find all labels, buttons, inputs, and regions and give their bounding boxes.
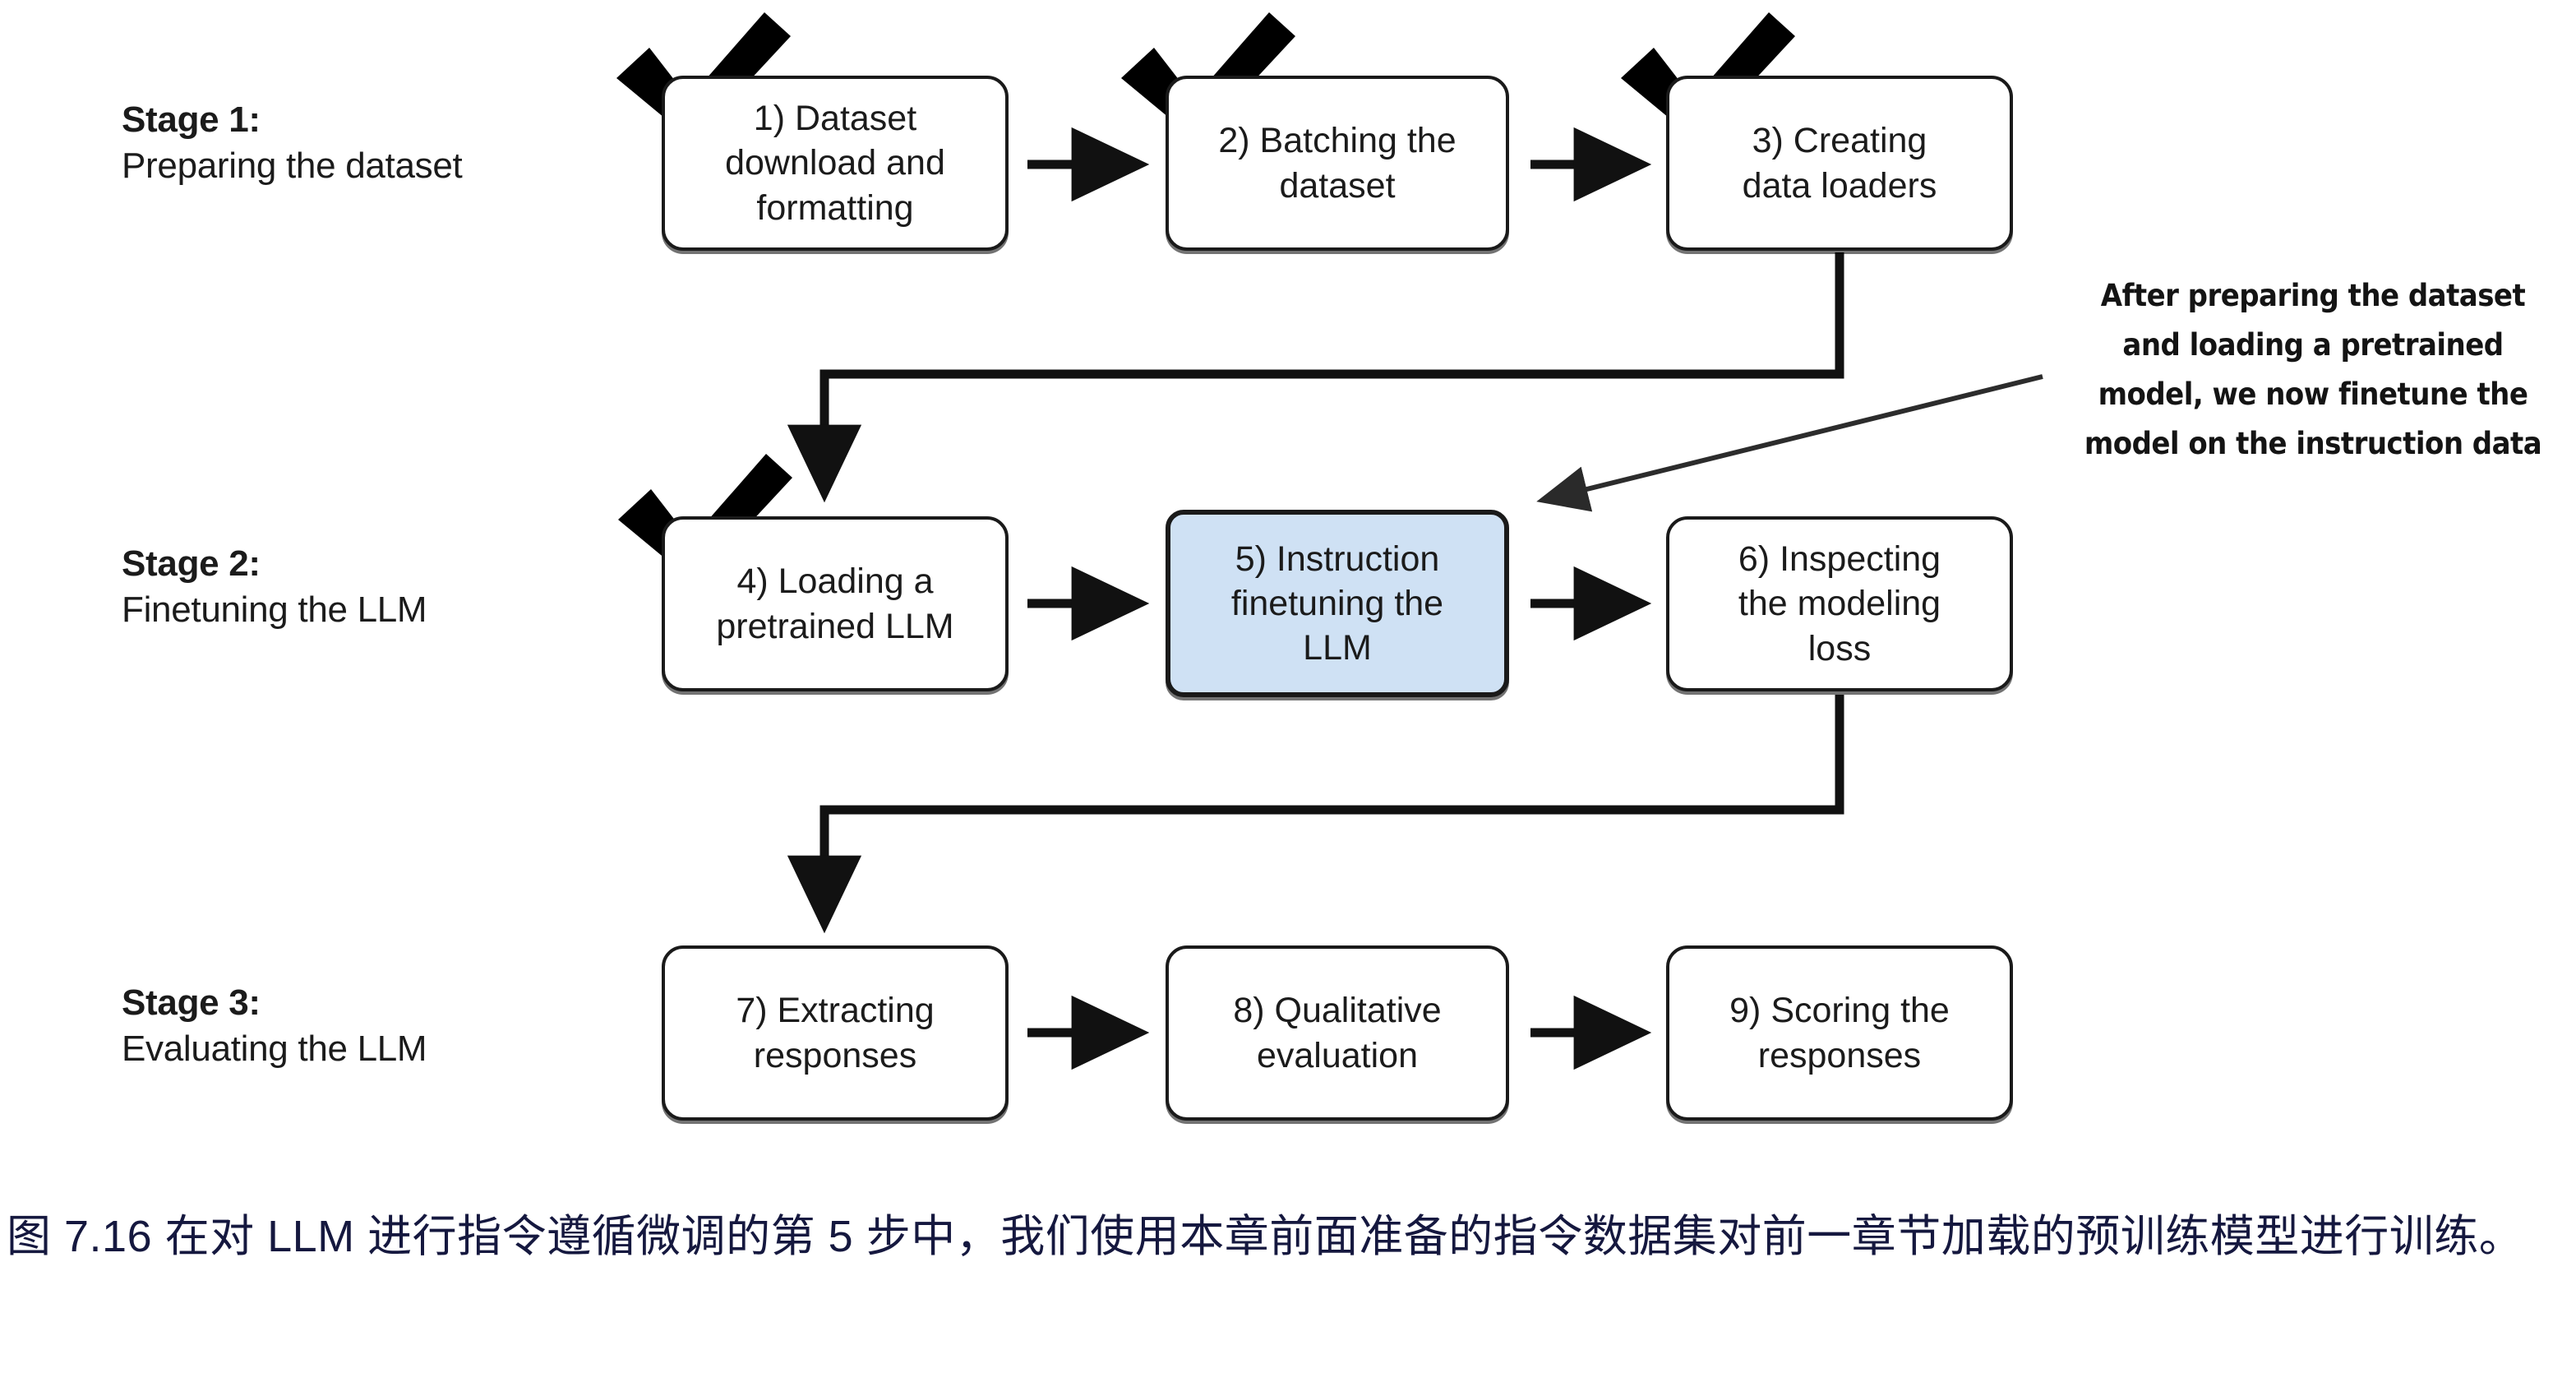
step-box-3-label: 3) Creating data loaders — [1742, 121, 1937, 206]
stage-3-subtitle: Evaluating the LLM — [122, 1029, 427, 1070]
figure-caption: 图 7.16 在对 LLM 进行指令遵循微调的第 5 步中，我们使用本章前面准备… — [7, 1212, 2524, 1261]
step-box-6-label: 6) Inspecting the modeling loss — [1738, 539, 1941, 668]
stage-3-title: Stage 3: — [122, 982, 261, 1023]
step-box-5[interactable]: 5) Instruction finetuning the LLM — [1166, 510, 1509, 697]
step-box-1[interactable]: 1) Dataset download and formatting — [662, 76, 1009, 251]
stage-label-1: Stage 1: Preparing the dataset — [122, 97, 463, 190]
step-box-7[interactable]: 7) Extracting responses — [662, 945, 1009, 1121]
stage-label-2: Stage 2: Finetuning the LLM — [122, 541, 427, 634]
step-box-4-label: 4) Loading a pretrained LLM — [716, 562, 954, 646]
step-box-1-label: 1) Dataset download and formatting — [725, 99, 945, 228]
stage-1-subtitle: Preparing the dataset — [122, 146, 463, 187]
stage-2-subtitle: Finetuning the LLM — [122, 589, 427, 631]
connector-stage2-to-stage3 — [787, 695, 1844, 934]
stage-1-title: Stage 1: — [122, 99, 261, 140]
step-box-7-label: 7) Extracting responses — [736, 991, 935, 1075]
stage-2-title: Stage 2: — [122, 543, 261, 584]
step-box-3[interactable]: 3) Creating data loaders — [1666, 76, 2013, 251]
step-box-9[interactable]: 9) Scoring the responses — [1666, 945, 2013, 1121]
step-box-8-label: 8) Qualitative evaluation — [1233, 991, 1442, 1075]
step-box-2-label: 2) Batching the dataset — [1218, 121, 1457, 206]
step-box-5-label: 5) Instruction finetuning the LLM — [1230, 539, 1444, 668]
stage-label-3: Stage 3: Evaluating the LLM — [122, 980, 427, 1073]
connector-stage1-to-stage2 — [787, 252, 1844, 503]
annotation-pointer-arrow — [1536, 374, 2043, 512]
annotation-note: After preparing the dataset and loading … — [2084, 278, 2542, 461]
step-box-4[interactable]: 4) Loading a pretrained LLM — [662, 516, 1009, 691]
step-box-6[interactable]: 6) Inspecting the modeling loss — [1666, 516, 2013, 691]
step-box-8[interactable]: 8) Qualitative evaluation — [1166, 945, 1509, 1121]
step-box-2[interactable]: 2) Batching the dataset — [1166, 76, 1509, 251]
step-box-9-label: 9) Scoring the responses — [1729, 991, 1950, 1075]
